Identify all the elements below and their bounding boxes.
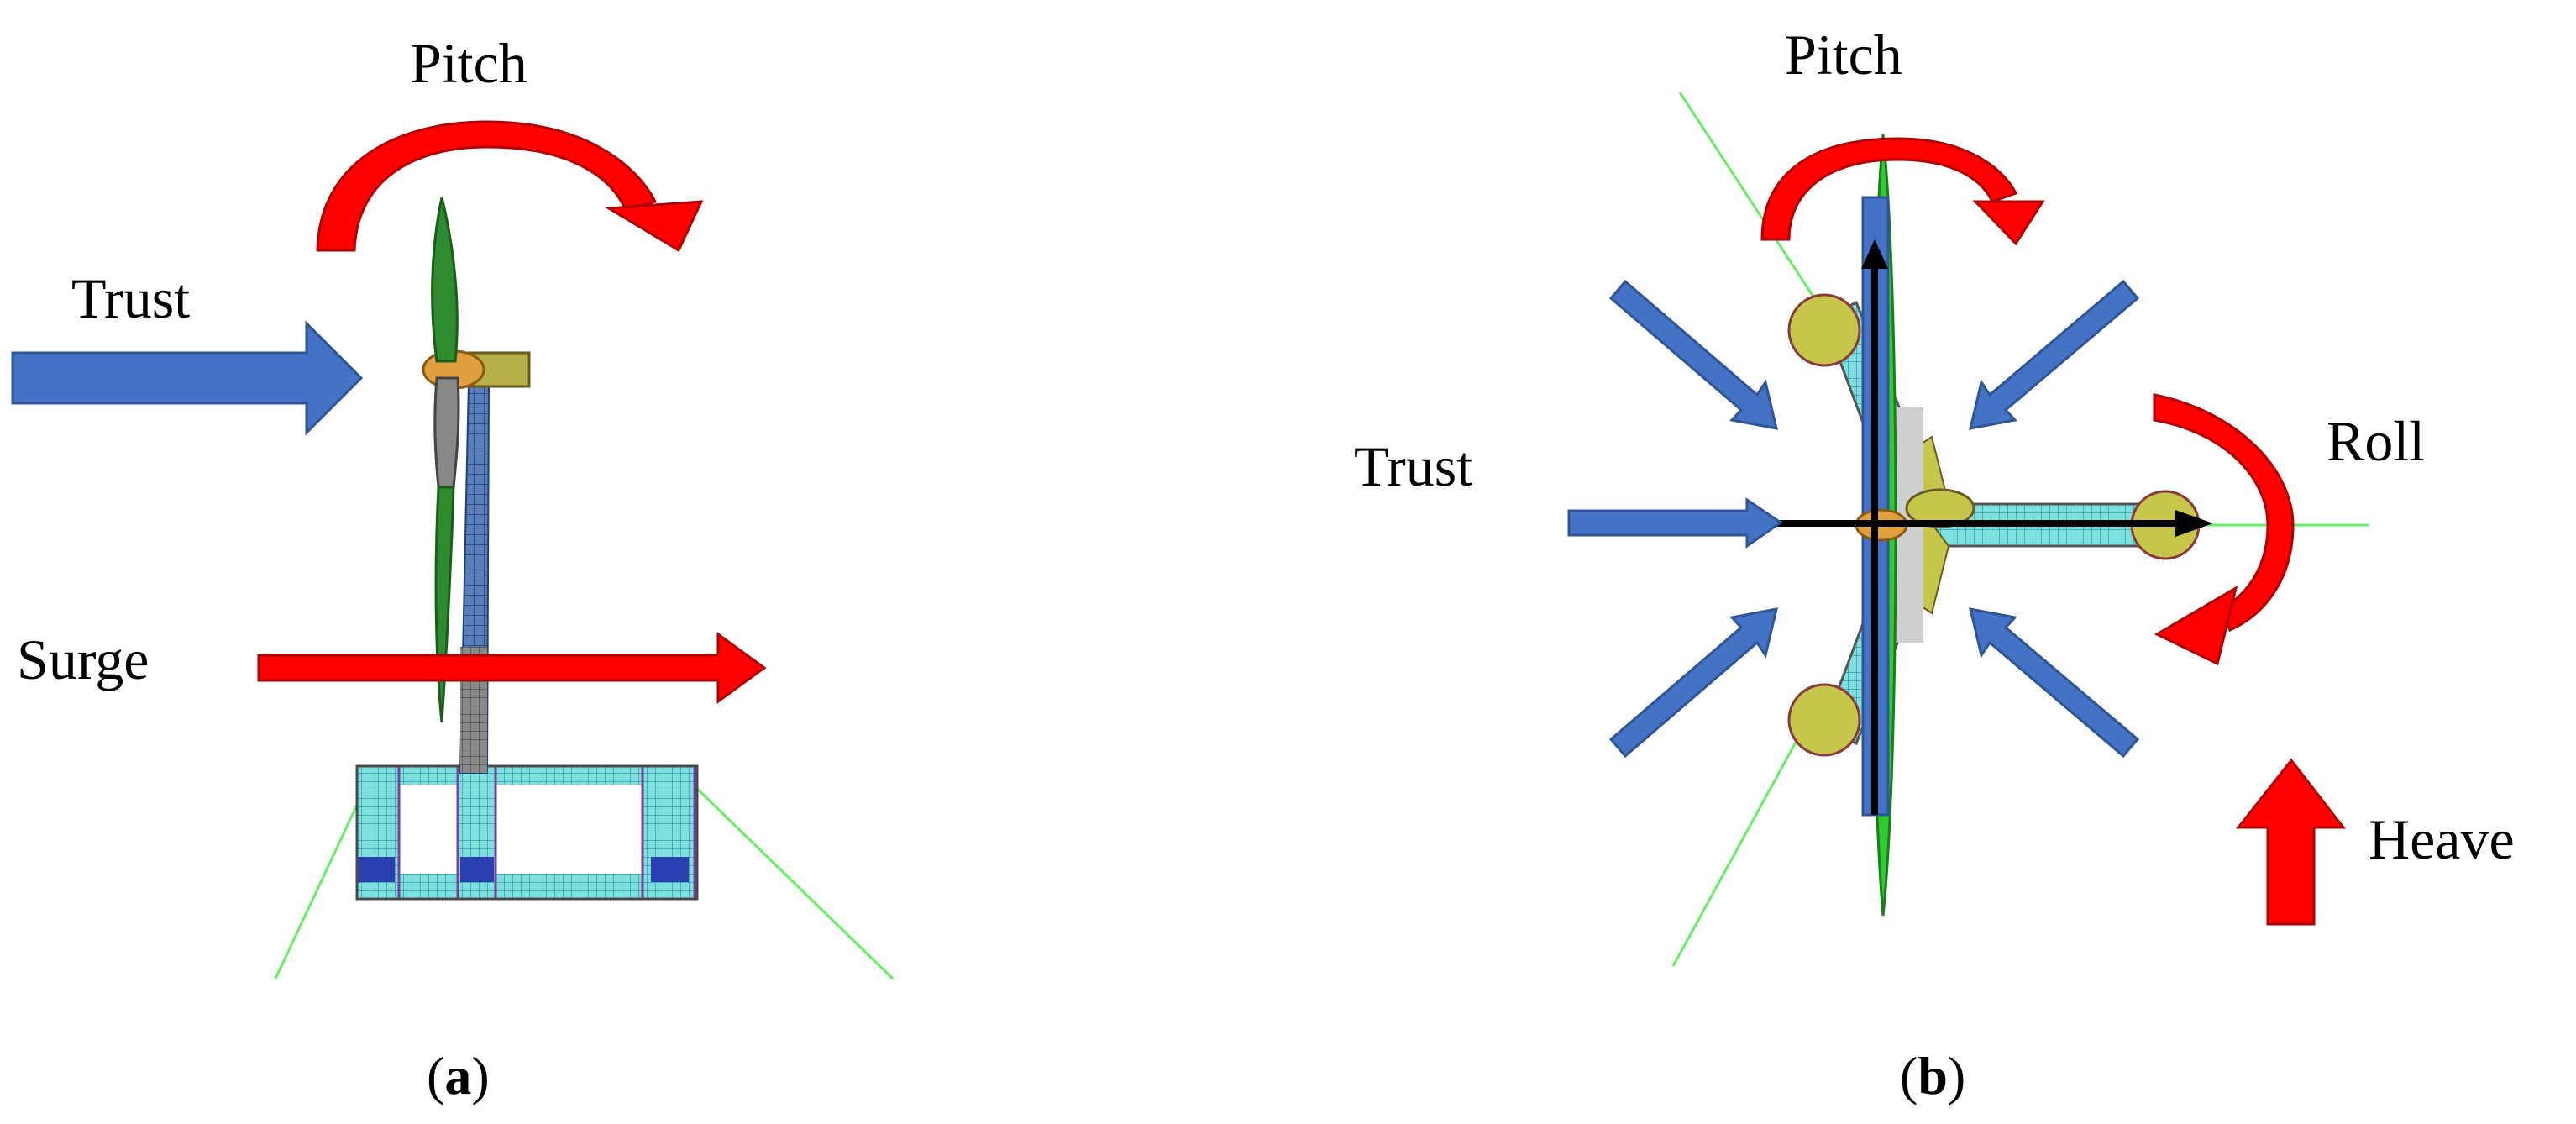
tower bbox=[459, 381, 491, 774]
mooring-line-left bbox=[274, 785, 368, 980]
caption-a-letter: a bbox=[444, 1046, 471, 1106]
pitch-arrow-a bbox=[316, 120, 704, 253]
roll-label-b: Roll bbox=[2327, 409, 2425, 473]
load-arrow-upper-left bbox=[1608, 279, 1778, 430]
mooring-line-lower bbox=[1671, 738, 1799, 967]
pitch-arrow-b bbox=[1760, 137, 2045, 246]
pitch-label-b: Pitch bbox=[1785, 23, 1902, 87]
load-arrow-left bbox=[1567, 497, 1783, 549]
caption-b-letter: b bbox=[1918, 1046, 1948, 1106]
panel-a: Pitch Trust Surge (a) bbox=[11, 31, 895, 1106]
load-arrow-lower-left bbox=[1608, 607, 1778, 759]
pitch-label-a: Pitch bbox=[410, 31, 527, 95]
load-arrows bbox=[1567, 279, 2140, 759]
mooring-line-upper bbox=[1678, 92, 1824, 312]
heave-arrow-b bbox=[2235, 758, 2347, 926]
axis-arrow-vertical bbox=[1861, 239, 1888, 815]
surge-label-a: Surge bbox=[17, 628, 149, 691]
caption-a: (a) bbox=[427, 1046, 490, 1106]
surge-arrow-a bbox=[257, 632, 767, 704]
trust-label-a: Trust bbox=[71, 266, 190, 330]
load-arrow-upper-right bbox=[1969, 279, 2140, 430]
rotor-blades bbox=[431, 197, 460, 723]
floating-platform bbox=[355, 764, 699, 901]
column-top-upper bbox=[1787, 293, 1861, 367]
load-arrow-lower-right bbox=[1969, 607, 2140, 759]
heave-label-b: Heave bbox=[2369, 807, 2515, 871]
trust-label-b: Trust bbox=[1354, 434, 1472, 498]
mooring-line-right bbox=[692, 784, 895, 980]
roll-arrow-b bbox=[2153, 393, 2295, 666]
trust-arrow-a bbox=[11, 320, 364, 436]
column-top-lower bbox=[1787, 683, 1861, 757]
caption-b: (b) bbox=[1900, 1046, 1965, 1106]
panel-b: Pitch Trust Roll Heave (b) bbox=[1354, 23, 2515, 1106]
